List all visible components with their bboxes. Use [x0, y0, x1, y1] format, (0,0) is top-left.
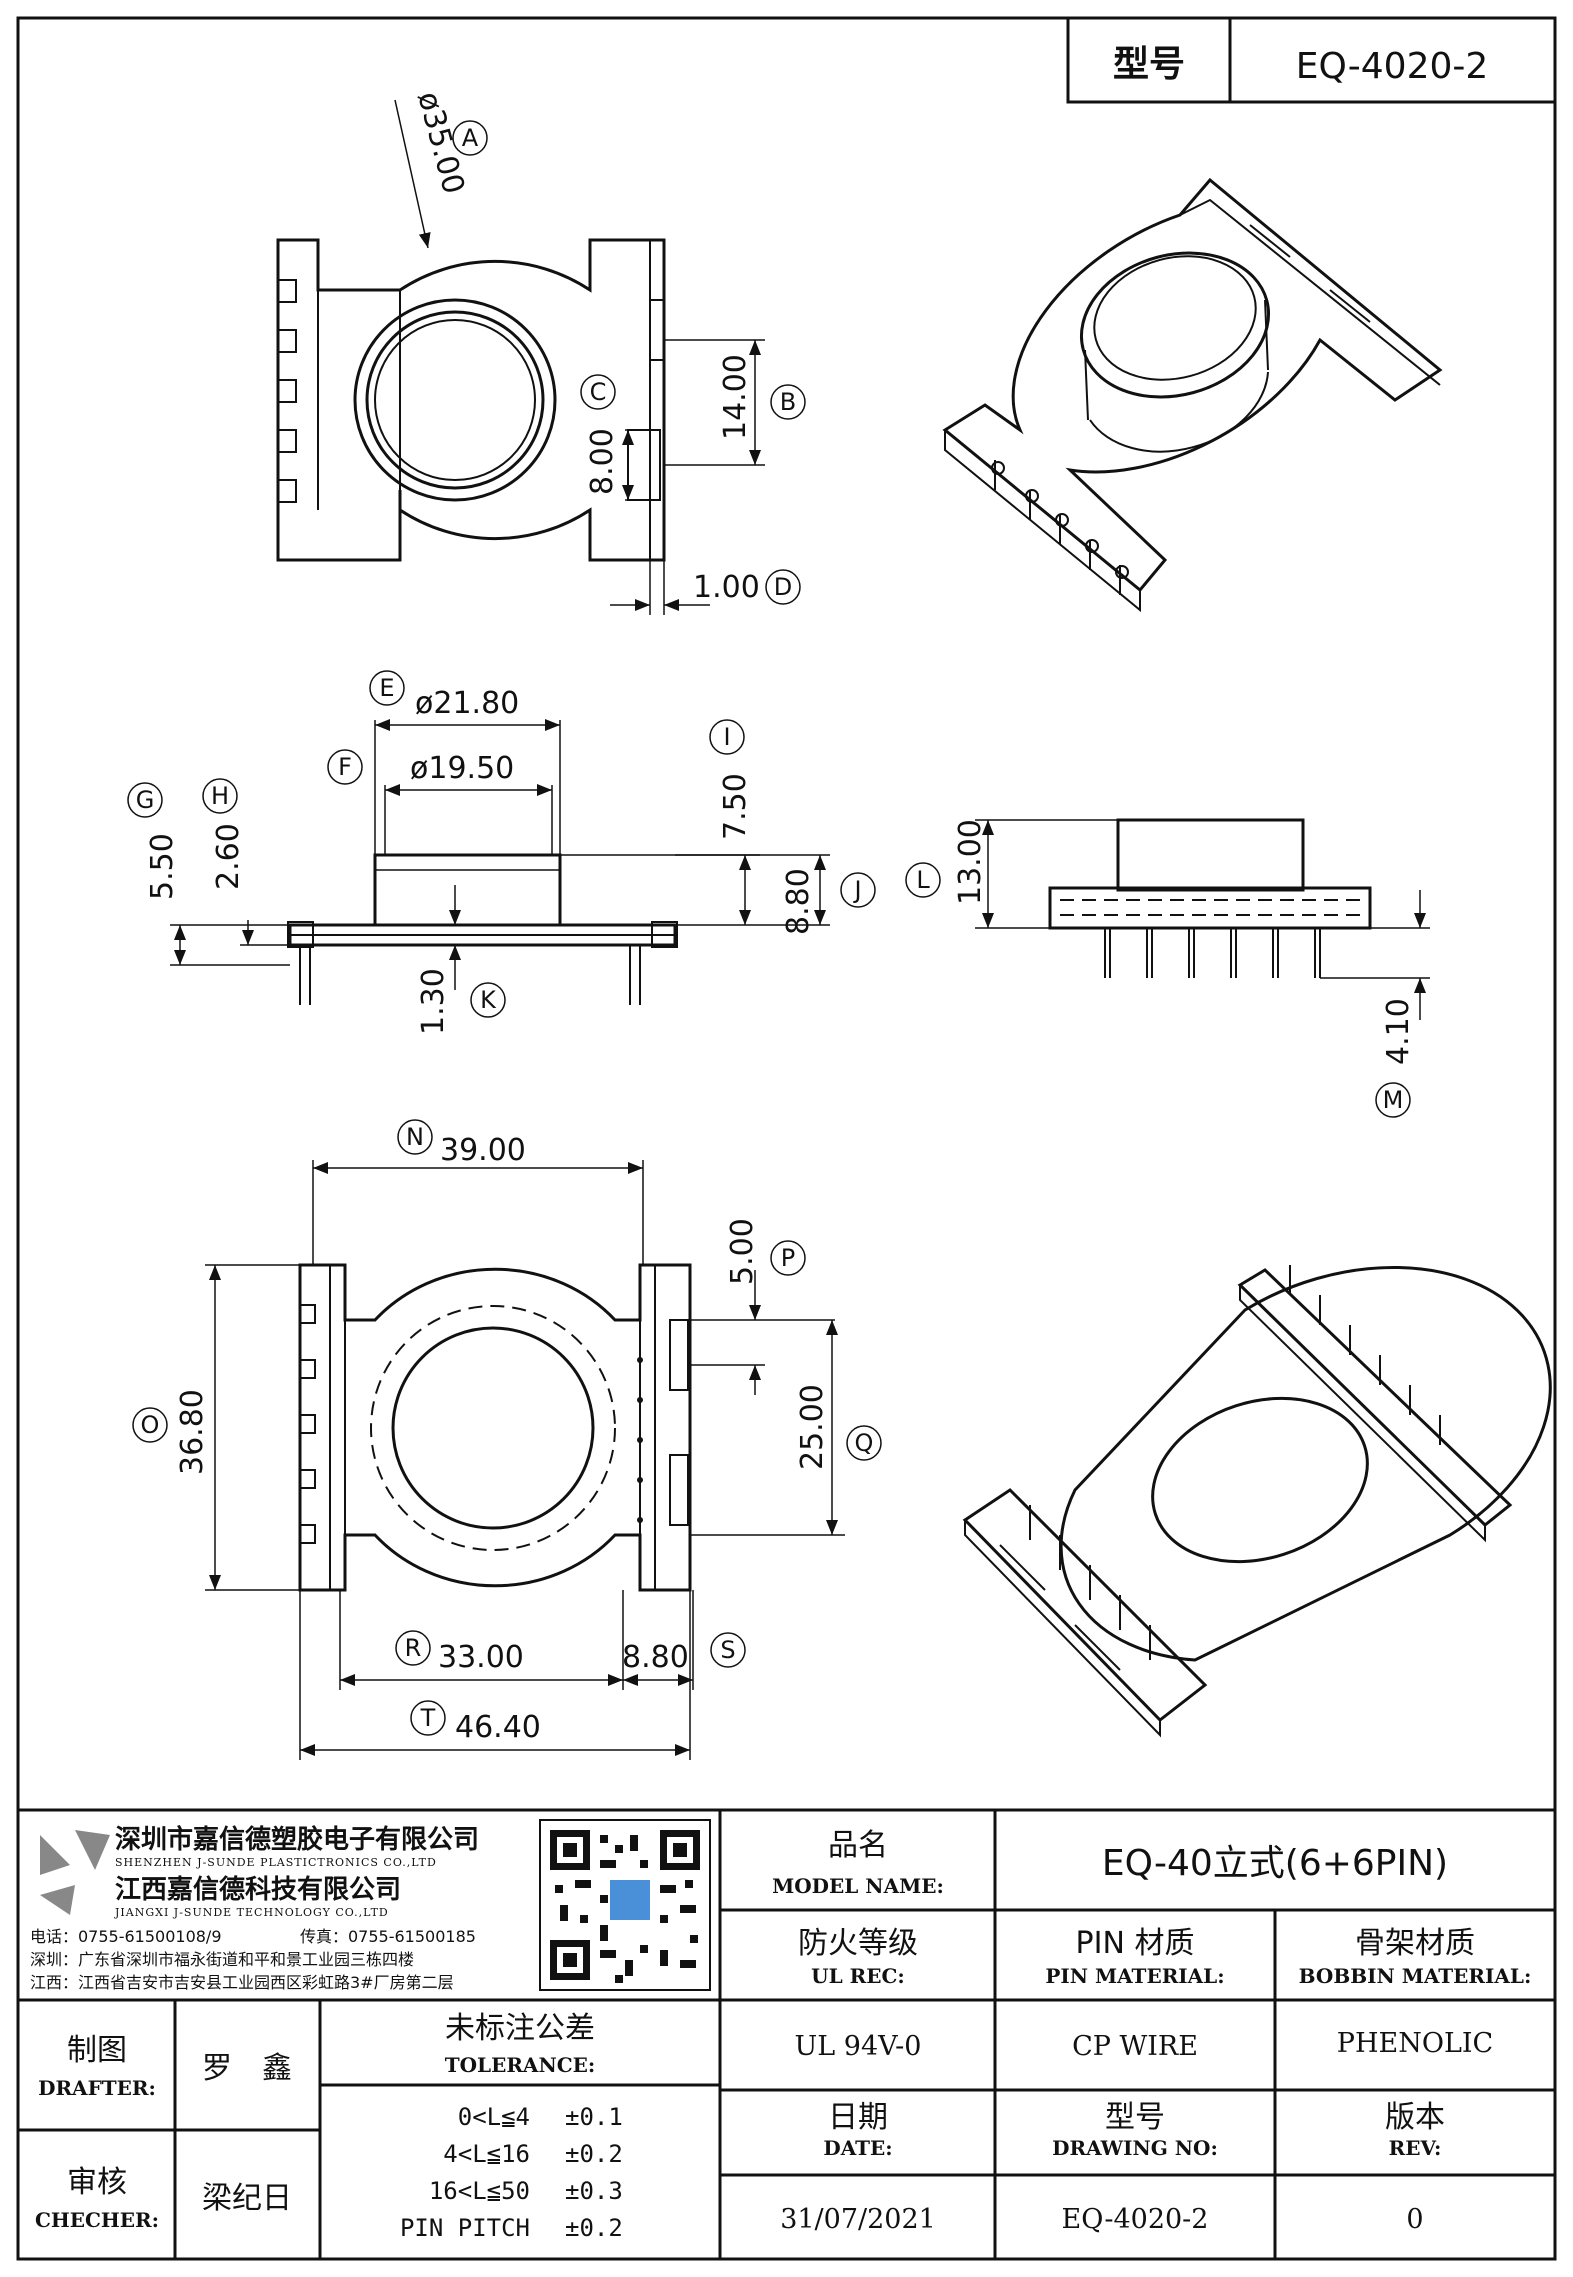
tolerance-value-3: ±0.2 [565, 2214, 623, 2242]
balloon-F: F [338, 753, 352, 781]
company-name-sz: 深圳市嘉信德塑胶电子有限公司 [115, 1824, 479, 1855]
rev-value: 0 [1406, 2204, 1423, 2235]
iso-view-top [942, 177, 1443, 613]
balloon-A: A [462, 124, 479, 152]
tolerance-en: TOLERANCE: [445, 2053, 596, 2077]
balloon-L: L [916, 866, 930, 894]
balloon-Q: Q [855, 1429, 874, 1457]
balloon-I: I [723, 723, 730, 751]
checker-cn: 审核 [67, 2165, 127, 2200]
dim-F: ø19.50 [410, 751, 514, 786]
bottom-view: 39.00 N 36.80 O 5.00 P 25.00 Q 33.00 R 8… [132, 1119, 882, 1760]
company-name-sz-en: SHENZHEN J-SUNDE PLASTICTRONICS CO.,LTD [115, 1856, 437, 1869]
company-name-jx-en: JIANGXI J-SUNDE TECHNOLOGY CO.,LTD [114, 1906, 389, 1919]
side-view: 13.00 L 4.10 M [905, 818, 1430, 1118]
dim-H: 2.60 [211, 823, 246, 890]
title-block: 深圳市嘉信德塑胶电子有限公司 SHENZHEN J-SUNDE PLASTICT… [18, 1808, 1555, 2259]
dim-S: 8.80 [622, 1640, 689, 1675]
ul-en: UL REC: [811, 1964, 905, 1988]
tolerance-range-1: 4<L≦16 [443, 2140, 530, 2168]
balloon-S: S [720, 1636, 735, 1664]
tolerance-value-2: ±0.3 [565, 2177, 623, 2205]
balloon-O: O [141, 1411, 160, 1439]
balloon-M: M [1383, 1086, 1404, 1114]
model-name-cn: 品名 [828, 1828, 888, 1863]
pin-value: CP WIRE [1072, 2031, 1198, 2062]
header-model-label: 型号 [1113, 44, 1185, 85]
checker-value: 梁纪日 [202, 2181, 292, 2216]
tolerance-value-1: ±0.2 [565, 2140, 623, 2168]
rev-cn: 版本 [1385, 2100, 1445, 2135]
balloon-J: J [852, 876, 861, 904]
qr-code [539, 1819, 711, 1991]
header-model-value: EQ-4020-2 [1296, 46, 1489, 87]
tolerance-range-2: 16<L≦50 [429, 2177, 530, 2205]
ul-cn: 防火等级 [798, 1926, 918, 1961]
date-cn: 日期 [828, 2100, 888, 2135]
front-view: ø21.80 E ø19.50 F 5.50 G 2.60 H 7.50 I 8… [127, 670, 876, 1035]
dim-O: 36.80 [175, 1389, 210, 1475]
bobbin-value: PHENOLIC [1337, 2028, 1493, 2059]
balloon-K: K [480, 986, 497, 1014]
rev-en: REV: [1389, 2136, 1442, 2160]
bobbin-en: BOBBIN MATERIAL: [1299, 1964, 1532, 1988]
balloon-D: D [774, 573, 792, 601]
company-addr-sz: 深圳：广东省深圳市福永街道和平和景工业园三栋四楼 [30, 1950, 414, 1969]
dim-G: 5.50 [145, 833, 180, 900]
dim-J: 8.80 [781, 868, 816, 935]
dim-T: 46.40 [455, 1710, 541, 1745]
dim-I: 7.50 [718, 773, 753, 840]
dim-L: 13.00 [953, 819, 988, 905]
balloon-H: H [211, 782, 229, 810]
dim-P: 5.00 [725, 1218, 760, 1285]
header-model-box: 型号 EQ-4020-2 [1066, 16, 1557, 104]
company-fax: 传真：0755-61500185 [300, 1927, 476, 1946]
dim-Q: 25.00 [795, 1384, 830, 1470]
balloon-G: G [136, 786, 155, 814]
drafter-value: 罗 鑫 [202, 2051, 292, 2086]
dim-N: 39.00 [440, 1133, 526, 1168]
company-addr-jx: 江西：江西省吉安市吉安县工业园西区彩虹路3#厂房第二层 [30, 1973, 454, 1992]
drawing-cn: 型号 [1105, 2100, 1165, 2135]
dim-E: ø21.80 [415, 686, 519, 721]
company-logo [40, 1830, 110, 1915]
company-tel: 电话：0755-61500108/9 [30, 1927, 222, 1946]
pin-en: PIN MATERIAL: [1045, 1964, 1224, 1988]
dim-K: 1.30 [416, 968, 451, 1035]
dim-C: 8.00 [585, 428, 620, 495]
tolerance-range-0: 0<L≦4 [458, 2103, 530, 2131]
balloon-E: E [379, 674, 394, 702]
balloon-T: T [420, 1704, 436, 1732]
drawing-value: EQ-4020-2 [1062, 2204, 1209, 2235]
date-value: 31/07/2021 [780, 2204, 936, 2235]
tolerance-cn: 未标注公差 [445, 2011, 595, 2046]
date-en: DATE: [823, 2136, 892, 2160]
tolerance-value-0: ±0.1 [565, 2103, 623, 2131]
drafter-cn: 制图 [67, 2033, 127, 2068]
iso-view-bottom [962, 1265, 1552, 1738]
ul-value: UL 94V-0 [795, 2031, 922, 2062]
company-name-jx: 江西嘉信德科技有限公司 [115, 1875, 401, 1905]
balloon-C: C [590, 378, 607, 406]
pin-cn: PIN 材质 [1076, 1926, 1195, 1961]
tolerance-range-3: PIN PITCH [400, 2214, 530, 2242]
dim-B: 14.00 [718, 354, 753, 440]
drawing-en: DRAWING NO: [1052, 2136, 1218, 2160]
top-view: ø35.00 A 14.00 B 8.00 C 1.00 D [276, 88, 806, 615]
drafter-en: DRAFTER: [38, 2076, 156, 2100]
bobbin-cn: 骨架材质 [1355, 1926, 1475, 1961]
dim-D: 1.00 [693, 570, 760, 605]
dim-M: 4.10 [1381, 998, 1416, 1065]
tolerance-table: 0<L≦4 ±0.1 4<L≦16 ±0.2 16<L≦50 ±0.3 PIN … [400, 2103, 623, 2242]
dim-R: 33.00 [438, 1640, 524, 1675]
model-name-value: EQ-40立式(6+6PIN) [1102, 1843, 1448, 1884]
balloon-P: P [781, 1244, 795, 1272]
sheet-frame [16, 16, 1557, 2261]
balloon-B: B [780, 388, 796, 416]
checker-en: CHECHER: [35, 2208, 159, 2232]
balloon-N: N [406, 1123, 424, 1151]
model-name-en: MODEL NAME: [772, 1874, 944, 1898]
balloon-R: R [405, 1634, 422, 1662]
